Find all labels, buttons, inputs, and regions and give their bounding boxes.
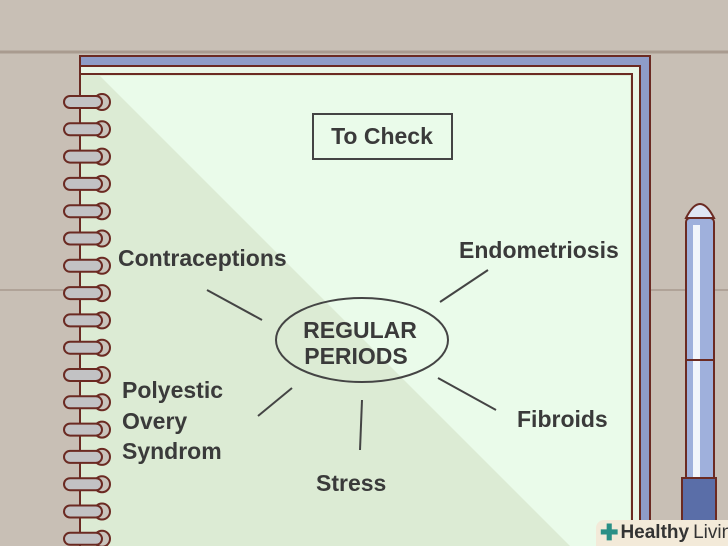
- spiral-ring: [63, 95, 103, 109]
- watermark-light: Living: [693, 522, 728, 543]
- spiral-ring: [63, 231, 103, 246]
- spiral-ring: [63, 395, 103, 410]
- pen: [681, 203, 717, 546]
- watermark-bold: Healthy: [620, 522, 690, 543]
- title-box: [312, 113, 453, 160]
- spiral-ring: [63, 149, 103, 164]
- branch-pcos-2: Overy: [122, 408, 187, 434]
- spiral-ring: [63, 204, 103, 219]
- spiral-ring: [63, 531, 103, 546]
- spiral-ring: [63, 477, 103, 492]
- spiral-ring: [63, 368, 103, 382]
- branch-fibroids: Fibroids: [517, 406, 608, 432]
- spiral-ring: [63, 422, 103, 437]
- spiral-ring: [63, 258, 103, 273]
- center-line1: REGULAR: [303, 317, 417, 343]
- spiral-binding: [63, 93, 111, 546]
- spiral-ring: [63, 286, 103, 301]
- spiral-ring: [63, 449, 103, 464]
- branch-contraceptions: Contraceptions: [118, 245, 287, 271]
- branch-pcos-1: Polyestic: [122, 377, 223, 403]
- spiral-ring: [63, 340, 103, 355]
- plus-leaf-icon: ✚: [600, 520, 619, 545]
- notebook: [79, 55, 651, 546]
- center-line2: PERIODS: [304, 343, 408, 369]
- branch-pcos-3: Syndrom: [122, 438, 222, 464]
- center-ellipse: [275, 297, 449, 383]
- branch-endometriosis: Endometriosis: [459, 237, 619, 263]
- spiral-ring: [63, 313, 103, 328]
- branch-stress: Stress: [316, 470, 386, 496]
- spiral-ring: [63, 122, 103, 137]
- connector-lines: [206, 269, 497, 451]
- watermark: ✚ Healthy Living: [596, 520, 728, 546]
- spiral-ring: [63, 504, 103, 519]
- spiral-ring: [63, 176, 103, 191]
- title: To Check: [331, 123, 433, 149]
